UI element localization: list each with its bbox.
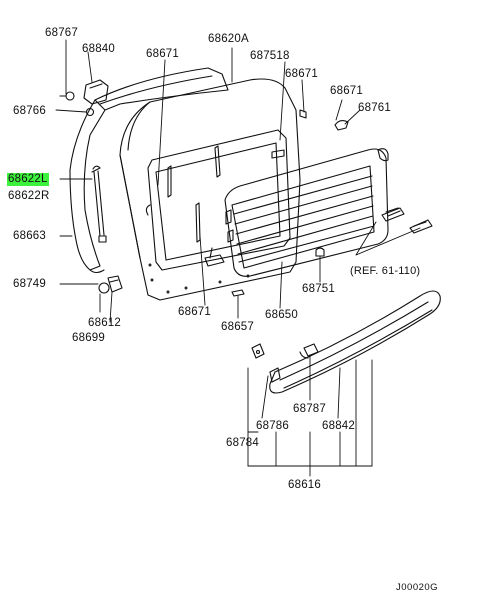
part-label-68650[interactable]: 68650 <box>265 309 298 321</box>
part-label-68616[interactable]: 68616 <box>288 479 321 491</box>
part-label-68671-b[interactable]: 68671 <box>285 68 318 80</box>
part-label-68699[interactable]: 68699 <box>72 332 105 344</box>
garnish-strip <box>251 290 441 394</box>
part-label-68622R[interactable]: 68622R <box>8 190 50 202</box>
rear-glass <box>224 119 389 277</box>
gas-strut <box>91 165 107 243</box>
part-label-68671-d[interactable]: 68671 <box>178 306 211 318</box>
hinge <box>59 79 109 117</box>
part-label-68620A[interactable]: 68620A <box>208 33 249 45</box>
weatherstrip-seal <box>69 67 229 274</box>
diagram-code: J00020G <box>396 582 439 593</box>
part-label-687518[interactable]: 687518 <box>250 50 290 62</box>
part-label-68766[interactable]: 68766 <box>13 105 46 117</box>
part-label-68671-a[interactable]: 68671 <box>146 48 179 60</box>
clips <box>231 148 433 297</box>
part-label-68612[interactable]: 68612 <box>88 317 121 329</box>
reference-note: (REF. 61-110) <box>350 265 421 277</box>
part-label-68622L[interactable]: 68622L <box>7 173 49 186</box>
bumper <box>98 275 123 294</box>
part-label-68784[interactable]: 68784 <box>226 437 259 449</box>
part-label-68786[interactable]: 68786 <box>256 420 289 432</box>
tailgate-panel <box>119 78 307 301</box>
part-label-68657[interactable]: 68657 <box>221 321 254 333</box>
part-label-68840[interactable]: 68840 <box>82 43 115 55</box>
part-label-68749[interactable]: 68749 <box>13 278 46 290</box>
part-label-68767[interactable]: 68767 <box>45 27 78 39</box>
part-label-68671-c[interactable]: 68671 <box>330 85 363 97</box>
leader-lines <box>55 39 373 477</box>
part-label-68761[interactable]: 68761 <box>358 102 391 114</box>
part-label-68751[interactable]: 68751 <box>302 283 335 295</box>
part-label-68663[interactable]: 68663 <box>13 230 46 242</box>
part-label-68787[interactable]: 68787 <box>293 403 326 415</box>
part-label-68842[interactable]: 68842 <box>322 420 355 432</box>
